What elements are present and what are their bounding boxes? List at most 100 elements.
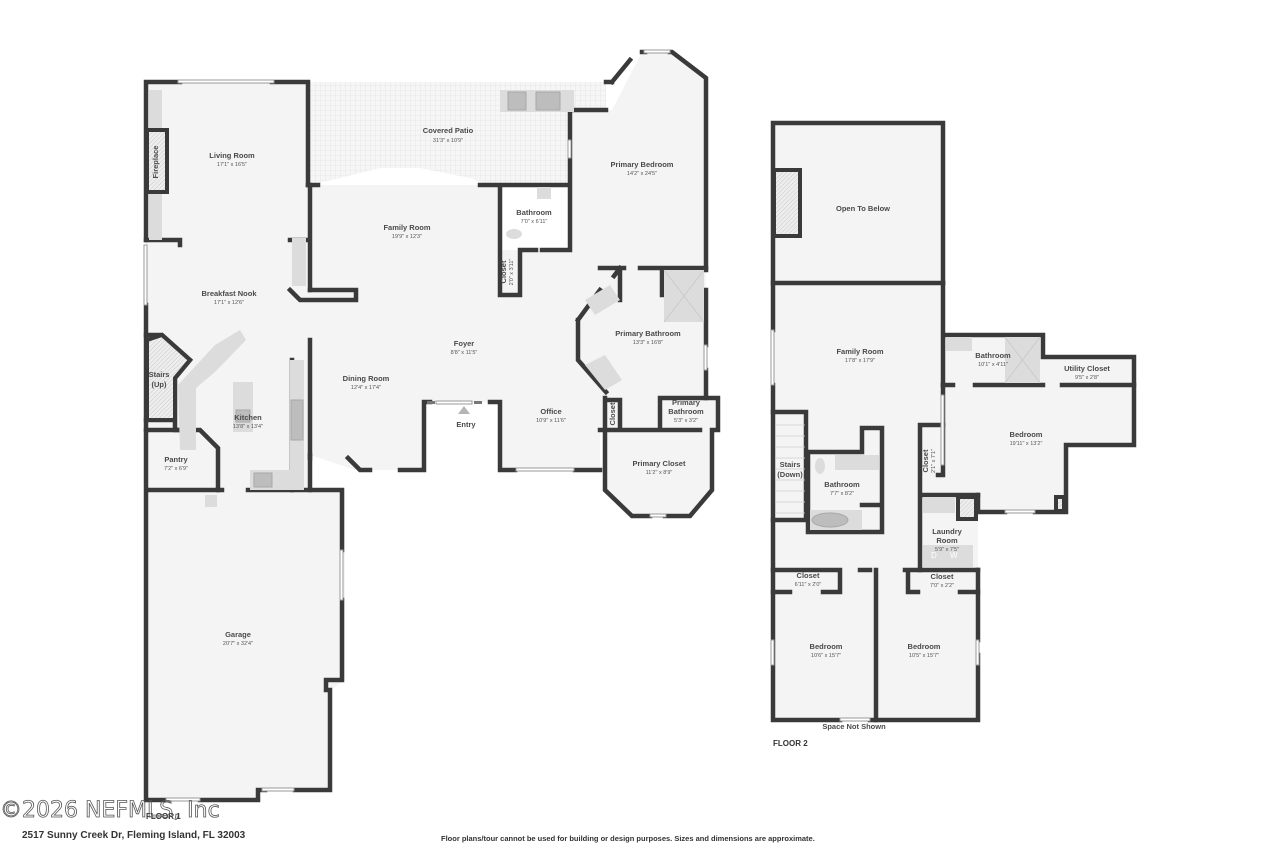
svg-text:2'1" x 7'1": 2'1" x 7'1" bbox=[931, 449, 937, 473]
svg-text:20'7" x 32'4": 20'7" x 32'4" bbox=[223, 641, 253, 647]
svg-text:Garage: Garage bbox=[225, 630, 251, 639]
svg-text:Laundry: Laundry bbox=[932, 527, 962, 536]
disclaimer: Floor plans/tour cannot be used for buil… bbox=[441, 834, 815, 843]
svg-text:13'3" x 16'8": 13'3" x 16'8" bbox=[633, 340, 663, 346]
room-stairs-up: Stairs (Up) bbox=[149, 370, 170, 389]
room-bathroom: Bathroom 7'0" x 6'11" bbox=[516, 208, 552, 225]
room-kitchen: Kitchen 13'8" x 13'4" bbox=[233, 413, 263, 430]
room-primary-bathroom: Primary Bathroom 13'3" x 16'8" bbox=[615, 329, 681, 346]
copyright-watermark: ©2026 NEFMLS, Inc bbox=[0, 798, 220, 824]
svg-text:Closet: Closet bbox=[921, 449, 930, 472]
svg-text:Bathroom: Bathroom bbox=[975, 351, 1011, 360]
svg-text:7'0" x 6'11": 7'0" x 6'11" bbox=[521, 219, 548, 225]
svg-text:Family Room: Family Room bbox=[836, 347, 883, 356]
svg-text:5'3" x 3'2": 5'3" x 3'2" bbox=[674, 418, 698, 424]
room-bedroom-right: Bedroom 10'5" x 15'7" bbox=[908, 642, 941, 659]
svg-text:Dining Room: Dining Room bbox=[343, 374, 390, 383]
svg-text:Family Room: Family Room bbox=[383, 223, 430, 232]
room-breakfast-nook: Breakfast Nook 17'1" x 12'6" bbox=[201, 289, 257, 306]
svg-text:10'5" x 15'7": 10'5" x 15'7" bbox=[909, 653, 939, 659]
svg-text:Bathroom: Bathroom bbox=[516, 208, 552, 217]
room-primary-half-bath: Primary Bathroom 5'3" x 3'2" bbox=[668, 398, 704, 424]
stairs-down bbox=[775, 424, 805, 514]
svg-text:Bedroom: Bedroom bbox=[810, 642, 843, 651]
floor-2-label: FLOOR 2 bbox=[773, 739, 808, 748]
chimney bbox=[772, 168, 802, 238]
svg-text:Closet: Closet bbox=[499, 260, 508, 283]
label-entry: Entry bbox=[456, 420, 476, 429]
svg-text:Bathroom: Bathroom bbox=[824, 480, 860, 489]
svg-text:Kitchen: Kitchen bbox=[234, 413, 262, 422]
room-garage: Garage 20'7" x 32'4" bbox=[223, 630, 253, 647]
svg-text:Stairs: Stairs bbox=[780, 460, 801, 469]
svg-text:10'9" x 11'6": 10'9" x 11'6" bbox=[536, 418, 566, 424]
svg-text:Pantry: Pantry bbox=[164, 455, 188, 464]
room-foyer: Foyer 8'8" x 11'5" bbox=[451, 339, 478, 356]
svg-text:Utility Closet: Utility Closet bbox=[1064, 364, 1110, 373]
svg-text:2'0" x 3'11": 2'0" x 3'11" bbox=[509, 259, 515, 286]
room-primary-side-closet: Closet bbox=[608, 402, 617, 425]
room-bathroom-hall: Bathroom 7'7" x 8'2" bbox=[824, 480, 860, 497]
svg-text:Closet: Closet bbox=[931, 572, 954, 581]
room-dining-room: Dining Room 12'4" x 17'4" bbox=[343, 374, 390, 391]
svg-text:(Up): (Up) bbox=[152, 380, 167, 389]
property-address: 2517 Sunny Creek Dr, Fleming Island, FL … bbox=[22, 830, 246, 841]
svg-text:Room: Room bbox=[936, 536, 958, 545]
room-utility-closet: Utility Closet 9'5" x 2'8" bbox=[1064, 364, 1110, 381]
floor-2: D W Open To Below Family Room 17'8" x 17… bbox=[770, 120, 1137, 748]
svg-text:Primary Bathroom: Primary Bathroom bbox=[615, 329, 681, 338]
svg-text:17'8" x 17'9": 17'8" x 17'9" bbox=[845, 358, 875, 364]
svg-text:6'11" x 2'0": 6'11" x 2'0" bbox=[795, 582, 822, 588]
svg-text:31'3" x 10'9": 31'3" x 10'9" bbox=[433, 138, 463, 144]
room-family-room: Family Room 19'9" x 12'3" bbox=[383, 223, 430, 240]
svg-text:(Down): (Down) bbox=[777, 470, 803, 479]
svg-text:7'7" x 8'2": 7'7" x 8'2" bbox=[830, 491, 854, 497]
svg-text:Foyer: Foyer bbox=[454, 339, 475, 348]
svg-text:Breakfast Nook: Breakfast Nook bbox=[201, 289, 257, 298]
room-family-room-upper: Family Room 17'8" x 17'9" bbox=[836, 347, 883, 364]
svg-text:Office: Office bbox=[540, 407, 561, 416]
room-closet-left: Closet 6'11" x 2'0" bbox=[795, 571, 822, 588]
room-living-room: Living Room 17'1" x 16'5" bbox=[209, 151, 255, 168]
svg-text:5'9" x 7'5": 5'9" x 7'5" bbox=[935, 547, 959, 553]
svg-text:11'2" x 8'9": 11'2" x 8'9" bbox=[646, 470, 673, 476]
svg-text:Stairs: Stairs bbox=[149, 370, 170, 379]
svg-text:Closet: Closet bbox=[797, 571, 820, 580]
room-bedroom-large: Bedroom 19'11" x 13'2" bbox=[1010, 430, 1043, 447]
room-stairs-down: Stairs (Down) bbox=[777, 460, 803, 479]
room-bathroom-upper: Bathroom 10'1" x 4'11" bbox=[975, 351, 1011, 368]
room-closet-vertical: Closet 2'1" x 7'1" bbox=[921, 449, 937, 473]
label-fireplace: Fireplace bbox=[151, 146, 160, 179]
svg-text:Primary Closet: Primary Closet bbox=[633, 459, 686, 468]
svg-text:Bedroom: Bedroom bbox=[1010, 430, 1043, 439]
dryer-icon: D bbox=[931, 551, 937, 560]
svg-text:Bedroom: Bedroom bbox=[908, 642, 941, 651]
svg-text:9'5" x 2'8": 9'5" x 2'8" bbox=[1075, 375, 1099, 381]
svg-text:7'2" x 6'9": 7'2" x 6'9" bbox=[164, 466, 188, 472]
svg-text:8'8" x 11'5": 8'8" x 11'5" bbox=[451, 350, 478, 356]
room-pantry: Pantry 7'2" x 6'9" bbox=[164, 455, 189, 472]
svg-text:Covered Patio: Covered Patio bbox=[423, 126, 474, 135]
room-open-to-below: Open To Below bbox=[836, 204, 890, 213]
svg-text:Bathroom: Bathroom bbox=[668, 407, 704, 416]
washer-icon: W bbox=[950, 551, 958, 560]
floor-1: Living Room 17'1" x 16'5" Fireplace Cove… bbox=[143, 49, 721, 821]
entry-arrow-icon bbox=[458, 406, 470, 414]
floor-1-label: FLOOR 1 bbox=[146, 812, 181, 821]
room-bedroom-left: Bedroom 10'6" x 15'7" bbox=[810, 642, 843, 659]
svg-text:Living Room: Living Room bbox=[209, 151, 255, 160]
room-primary-bedroom: Primary Bedroom 14'2" x 24'5" bbox=[611, 160, 674, 177]
svg-text:10'1" x 4'11": 10'1" x 4'11" bbox=[978, 362, 1008, 368]
svg-text:7'0" x 2'2": 7'0" x 2'2" bbox=[930, 583, 954, 589]
svg-text:10'6" x 15'7": 10'6" x 15'7" bbox=[811, 653, 841, 659]
room-closet-right: Closet 7'0" x 2'2" bbox=[930, 572, 954, 589]
label-space-not-shown: Space Not Shown bbox=[822, 722, 886, 731]
room-office: Office 10'9" x 11'6" bbox=[536, 407, 566, 424]
svg-text:17'1" x 12'6": 17'1" x 12'6" bbox=[214, 300, 244, 306]
svg-text:12'4" x 17'4": 12'4" x 17'4" bbox=[351, 385, 381, 391]
svg-text:19'9" x 12'3": 19'9" x 12'3" bbox=[392, 234, 422, 240]
stairs-up bbox=[145, 332, 193, 422]
svg-text:14'2" x 24'5": 14'2" x 24'5" bbox=[627, 171, 657, 177]
room-closet-small: Closet 2'0" x 3'11" bbox=[499, 259, 515, 286]
